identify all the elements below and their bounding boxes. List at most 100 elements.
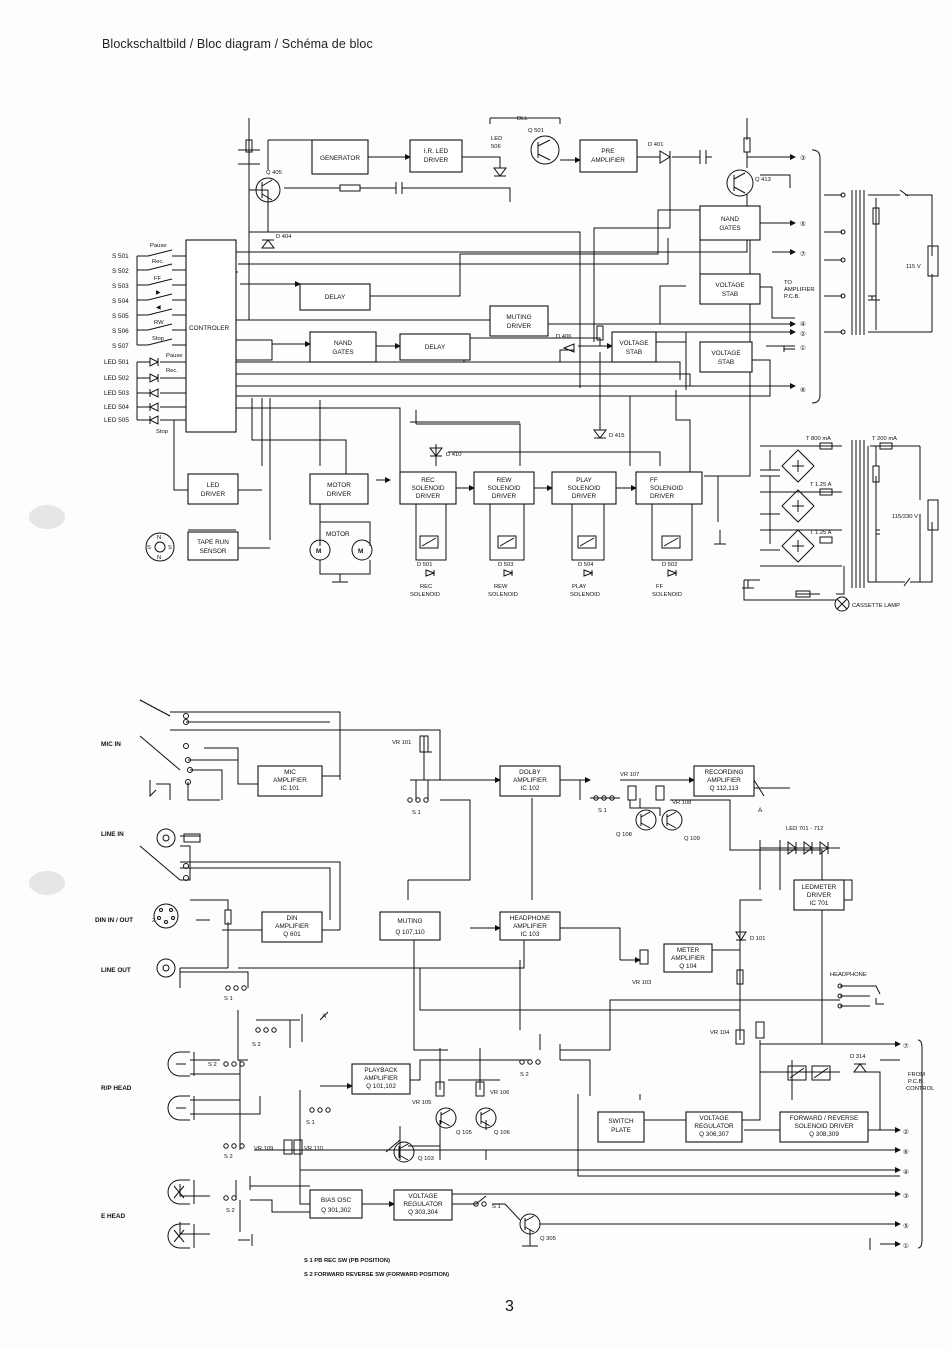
led701-label: LED 701 - 712 (786, 826, 823, 832)
rec-solenoid-driver-label: DRIVER (416, 493, 441, 500)
vr101-label: VR 101 (392, 740, 411, 746)
transistor-q106-icon (475, 1107, 497, 1129)
headphone-jack-icon (840, 985, 884, 1007)
dolby-amplifier-label: AMPLIFIER (513, 777, 547, 784)
voltage-stab-label: STAB (626, 349, 642, 356)
voltage-stab-box (611, 331, 657, 363)
node-a-label: A (322, 1013, 327, 1020)
diode-d410-icon (429, 447, 443, 457)
mains-voltage-label: 115 V (906, 264, 921, 270)
output-marker: ② (800, 331, 806, 338)
led-meter-icon (787, 841, 829, 855)
motor-m2-label: M (358, 548, 363, 555)
solenoid-rew: D 503 REW SOLENOID (488, 535, 518, 598)
from-pcb-label: FROM (908, 1072, 925, 1078)
controler-box (185, 239, 237, 433)
lamp-icon (836, 598, 848, 610)
pre-amplifier-label: PRE (601, 148, 614, 155)
led-driver-box (187, 473, 239, 505)
vr101-icon (419, 735, 429, 753)
fuse-label: T 200 mA (872, 436, 897, 442)
transistor-q109-icon (666, 811, 677, 829)
s2-label: S 2 (226, 1208, 235, 1214)
switch-contact-icon (183, 863, 189, 869)
motor-label: MOTOR (326, 531, 350, 538)
d410-label: D 410 (446, 452, 461, 458)
transistor-q305-icon (519, 1213, 541, 1235)
muting-driver-label: DRIVER (507, 323, 532, 330)
switch-plate-label: SWITCH (608, 1118, 634, 1125)
phototransistor-q501-icon (537, 139, 551, 161)
solenoid-name-label: REC (420, 584, 432, 590)
diode-d314-icon (853, 1063, 867, 1073)
motor-m1-icon (309, 539, 331, 561)
mic-amplifier-label: AMPLIFIER (273, 777, 307, 784)
fuse-label: T 1.25 A (810, 530, 832, 536)
switch-tag: Stop (152, 336, 164, 342)
recording-amplifier-label: AMPLIFIER (707, 777, 741, 784)
page-title: Blockschaltbild / Bloc diagram / Schéma … (102, 37, 373, 51)
play-solenoid-driver-label: DRIVER (572, 493, 597, 500)
headphone-amplifier-label: AMPLIFIER (513, 923, 547, 930)
output-marker: ③ (800, 155, 806, 162)
rew-solenoid-driver-label: REW (497, 477, 513, 484)
delay-box (299, 283, 371, 311)
resistor-icon (596, 325, 604, 341)
led-tag: Pause (166, 353, 182, 359)
switch-tag: RW (154, 320, 164, 326)
solenoid-name-label: SOLENOID (570, 592, 600, 598)
vr104-label: VR 104 (710, 1030, 730, 1036)
din-amplifier-label: DIN (286, 915, 297, 922)
s1-label: S 1 (492, 1204, 501, 1210)
solenoid-name-label: FF (656, 584, 664, 590)
meter-amplifier-box (663, 943, 713, 973)
dolby-amplifier-label: DOLBY (519, 769, 541, 776)
din-amplifier-label: Q 601 (283, 931, 301, 938)
ir-led-driver-label: DRIVER (424, 157, 449, 164)
s2-label: S 2 (224, 1154, 233, 1160)
bracket (917, 1039, 923, 1249)
generator-label: GENERATOR (320, 155, 360, 162)
q106-label: Q 106 (494, 1130, 510, 1136)
output-marker: ⑦ (903, 1043, 909, 1050)
voltage-regulator-label: VOLTAGE (699, 1115, 728, 1122)
solenoid-name-label: SOLENOID (410, 592, 440, 598)
q413-label: Q 413 (755, 177, 771, 183)
s1-label: S 1 (224, 996, 233, 1002)
led506-label: LED (491, 136, 502, 142)
ground-arrow (783, 346, 795, 352)
q108-label: Q 108 (616, 832, 632, 838)
rew-solenoid-driver-label: SOLENOID (487, 485, 520, 492)
diode-d415-icon (593, 429, 607, 439)
vr108-icon (655, 785, 665, 801)
bottom-block-diagram: MIC IN LINE IN DIN IN / OUT LINE OUT R/P… (95, 699, 935, 1278)
output-marker: ⑦ (800, 251, 806, 258)
pre-amplifier-label: AMPLIFIER (591, 157, 625, 164)
transistor-q105-icon (440, 1109, 451, 1127)
meter-amplifier-label: AMPLIFIER (671, 955, 705, 962)
binder-hole (29, 505, 65, 529)
transistor-q305-icon (524, 1215, 535, 1233)
switch-label: S 503 (112, 283, 129, 290)
delay-box (399, 333, 471, 361)
e-head-label: E HEAD (101, 1213, 126, 1220)
forward-reverse-driver-label: Q 308,309 (809, 1131, 839, 1138)
motor-driver-label: MOTOR (327, 482, 351, 489)
s2-label: S 2 (520, 1072, 529, 1078)
resistor-icon (245, 139, 253, 153)
line-in-label: LINE IN (101, 831, 124, 838)
din-socket-icon (164, 920, 168, 924)
transformer-bottom: T 800 mA T 200 mA T 1.25 A T 1.25 A 115/… (781, 436, 939, 588)
playback-amplifier-label: Q 101,102 (366, 1083, 396, 1090)
switch-bank: S 501 S 502 S 503 S 504 S 505 S 506 S 50… (112, 243, 186, 350)
meter-amplifier-label: METER (677, 947, 700, 954)
switch-plate-box (597, 1111, 645, 1143)
s2-label: S 2 (208, 1062, 217, 1068)
to-amplifier-label: AMPLIFIER (784, 287, 815, 293)
dolby-amplifier-label: IC 102 (521, 785, 540, 792)
to-amplifier-label: TO (784, 280, 792, 286)
voltage-regulator-label: REGULATOR (694, 1123, 734, 1130)
ir-led-driver-label: I.R. LED (424, 148, 449, 155)
ledmeter-driver-box (793, 879, 845, 911)
